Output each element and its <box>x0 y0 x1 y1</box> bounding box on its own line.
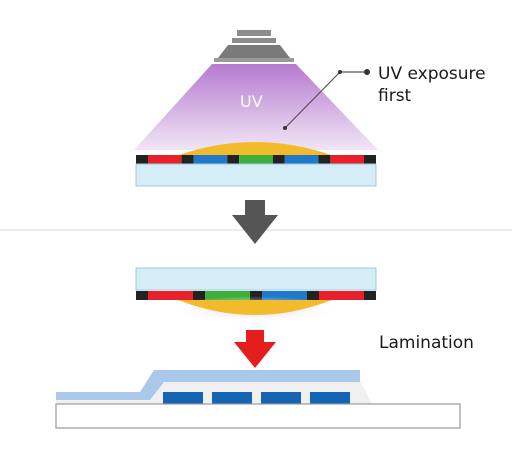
filter-cell-blue <box>262 291 307 300</box>
filter-cell-black <box>181 155 194 164</box>
filter-cell-green <box>205 291 250 300</box>
filter-cell-blue <box>284 155 319 164</box>
filter-cell-red <box>148 291 193 300</box>
filter-cell-red <box>319 291 364 300</box>
laminated-device <box>55 370 461 429</box>
filter-cell-black <box>364 291 376 300</box>
filter-cell-black <box>136 155 148 164</box>
filter-cell-red <box>330 155 364 164</box>
gray-down-arrow-icon <box>232 200 278 244</box>
filter-cell-red <box>148 155 182 164</box>
adhesive-layer-flipped <box>178 300 332 315</box>
filter-cell-black <box>318 155 331 164</box>
uv-exposure-label-line2: first <box>378 86 412 106</box>
filter-cell-black <box>272 155 285 164</box>
filter-cell-black <box>136 291 148 300</box>
color-filter-flipped <box>136 291 376 300</box>
filter-cell-blue <box>193 155 228 164</box>
uv-label: UV <box>240 92 263 111</box>
glass-substrate-flipped <box>135 267 377 291</box>
uv-exposure-label: UV exposure <box>378 64 486 84</box>
uv-light-beam <box>134 64 378 150</box>
lamination-label: Lamination <box>379 333 474 353</box>
filter-cell-black <box>193 291 205 300</box>
filter-cell-black <box>307 291 319 300</box>
glass-substrate-top <box>135 163 377 187</box>
uv-lamp-icon <box>214 30 294 62</box>
red-down-arrow-icon <box>234 330 276 368</box>
uv-exposure-pointer <box>283 69 370 130</box>
adhesive-layer-top <box>176 142 334 156</box>
filter-cell-black <box>227 155 240 164</box>
filter-cell-black <box>250 291 262 300</box>
color-filter-top <box>136 155 376 164</box>
filter-cell-black <box>364 155 376 164</box>
filter-cell-green <box>239 155 273 164</box>
